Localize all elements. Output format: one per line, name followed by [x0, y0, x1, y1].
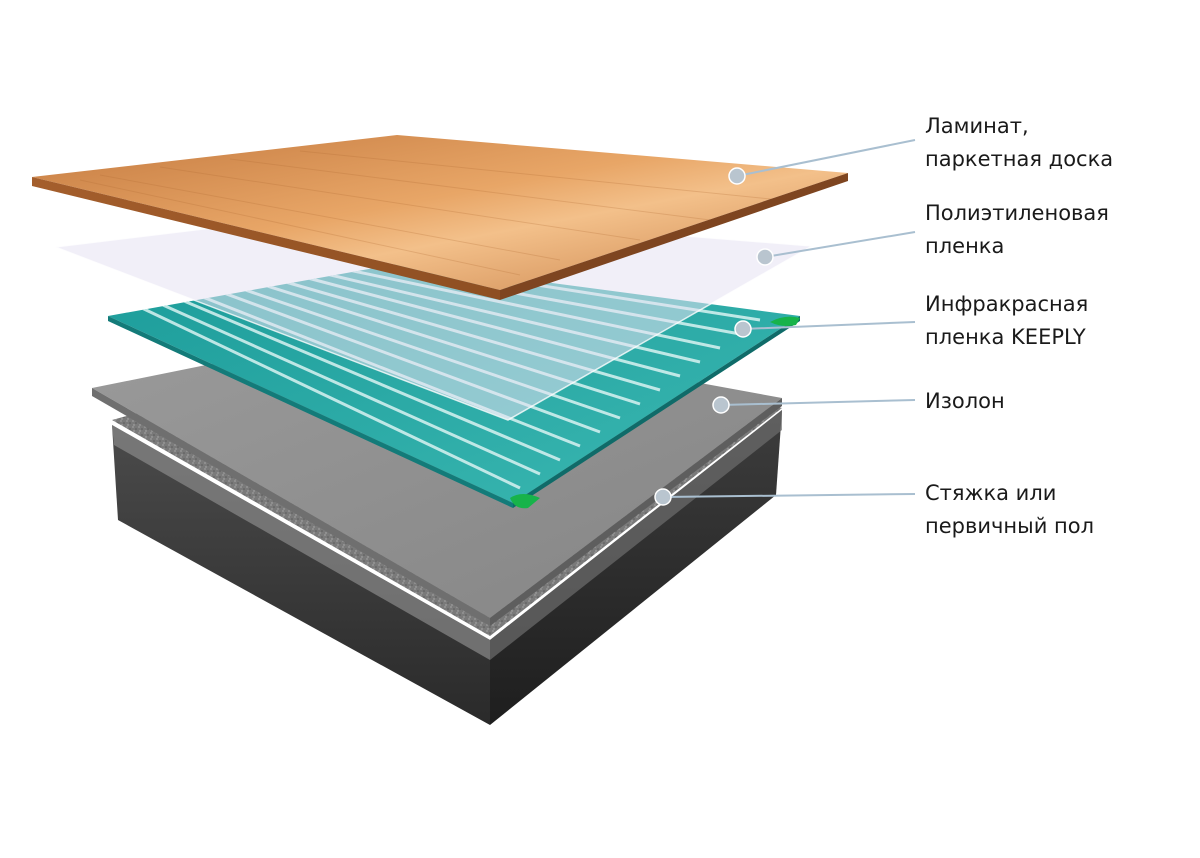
label-infrared: Инфракрасная пленка KEEPLY	[925, 288, 1088, 354]
leader-infrared	[742, 321, 916, 330]
marker-polyethylene	[756, 248, 774, 266]
leader-screed	[662, 493, 916, 498]
label-laminate-line-1: Ламинат,	[925, 114, 1029, 138]
contact-clip-front	[510, 494, 540, 509]
marker-izolon	[712, 396, 730, 414]
leader-markers	[654, 167, 774, 506]
label-laminate-line-2: паркетная доска	[925, 147, 1114, 171]
label-polyethylene-line-1: Полиэтиленовая	[925, 201, 1109, 225]
contact-clip-back	[770, 316, 800, 326]
label-izolon: Изолон	[925, 385, 1005, 418]
laminate-layer	[32, 135, 848, 300]
label-polyethylene-line-2: пленка	[925, 234, 1005, 258]
leader-lines	[662, 139, 916, 498]
leader-polyethylene	[764, 231, 916, 258]
label-screed-line-1: Стяжка или	[925, 481, 1057, 505]
label-polyethylene: Полиэтиленовая пленка	[925, 197, 1109, 263]
label-screed: Стяжка или первичный пол	[925, 477, 1094, 543]
marker-infrared	[734, 320, 752, 338]
label-laminate: Ламинат, паркетная доска	[925, 110, 1113, 176]
label-infrared-line-1: Инфракрасная	[925, 292, 1089, 316]
label-screed-line-2: первичный пол	[925, 514, 1095, 538]
leader-izolon	[720, 399, 916, 406]
leader-laminate	[736, 139, 916, 177]
marker-laminate	[728, 167, 746, 185]
marker-screed	[654, 488, 672, 506]
label-infrared-line-2: пленка KEEPLY	[925, 325, 1086, 349]
label-izolon-line-1: Изолон	[925, 389, 1005, 413]
